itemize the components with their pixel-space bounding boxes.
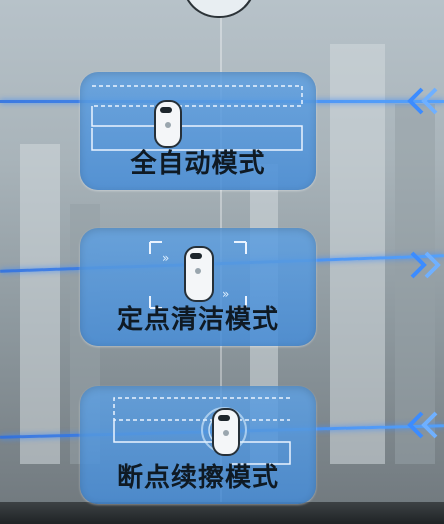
mode-card-full-auto[interactable]: 全自动模式 (80, 72, 316, 190)
svg-text:»: » (222, 287, 229, 301)
robot-full-auto-icon (154, 100, 182, 148)
zigzag-path-icon (91, 85, 303, 151)
chevron-left-icon (407, 87, 438, 115)
mode-card-spot-clean[interactable]: » » 定点清洁模式 (80, 228, 316, 346)
chevron-left-icon (407, 411, 438, 439)
mode-label: 断点续擦模式 (116, 463, 279, 493)
robot-resume-icon (212, 408, 240, 456)
building (330, 44, 385, 464)
chevron-right-icon (410, 251, 441, 279)
robot-spot-clean-icon (184, 246, 214, 302)
building (395, 104, 435, 464)
mode-label: 定点清洁模式 (116, 305, 279, 335)
robot-top-icon (182, 0, 256, 18)
mode-label: 全自动模式 (130, 149, 266, 179)
svg-text:»: » (162, 251, 169, 265)
mode-card-resume[interactable]: 断点续擦模式 (80, 386, 316, 504)
focus-frame-icon: » » (149, 241, 247, 309)
window-sill (0, 502, 444, 524)
building (20, 144, 60, 464)
